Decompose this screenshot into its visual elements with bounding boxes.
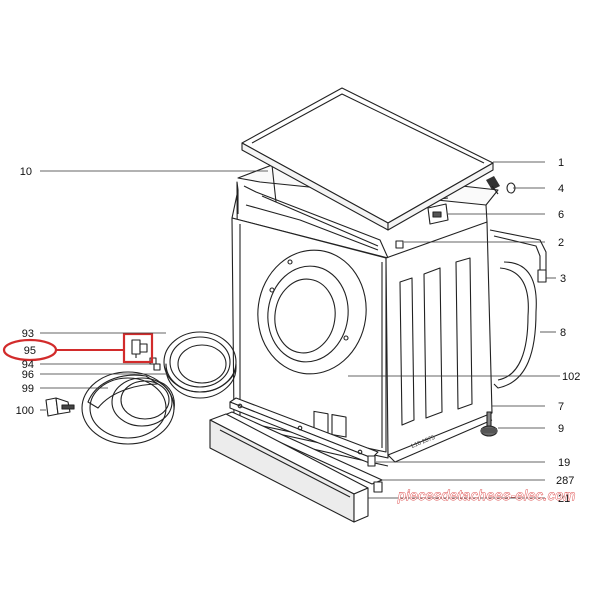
callout-94: 94 (22, 359, 34, 371)
callout-10: 10 (20, 166, 32, 178)
highlight-95 (2, 332, 154, 364)
callout-287: 287 (556, 475, 574, 487)
hinge-part (131, 339, 148, 358)
callout-100: 100 (16, 405, 34, 417)
cabinet-body: L10 2875 (231, 164, 499, 467)
door-seal-frame (489, 229, 547, 389)
callout-96: 96 (22, 369, 34, 381)
callout-2: 2 (558, 237, 564, 249)
leader-lines (40, 161, 560, 499)
callout-102: 102 (562, 371, 580, 383)
callout-9: 9 (558, 423, 564, 435)
callout-4: 4 (558, 183, 564, 195)
top-lid (241, 87, 494, 231)
callout-6: 6 (558, 209, 564, 221)
callout-labels: 10 1 4 6 2 3 8 102 7 9 19 287 21 93 95 9… (16, 157, 581, 505)
callout-99: 99 (22, 383, 34, 395)
callout-95: 95 (24, 345, 36, 357)
plinth-panel (209, 413, 369, 523)
door-outer-frame (81, 371, 175, 445)
watermark: piecesdetachees-elec.com (397, 487, 576, 503)
callout-3: 3 (560, 273, 566, 285)
callout-1: 1 (558, 157, 564, 169)
adjustable-foot (480, 411, 498, 437)
callout-7: 7 (558, 401, 564, 413)
callout-93: 93 (22, 328, 34, 340)
door-handle (45, 397, 75, 417)
door-seal-ring (163, 331, 237, 399)
callout-19: 19 (558, 457, 570, 469)
callout-21: 21 (558, 493, 570, 505)
callout-8: 8 (560, 327, 566, 339)
hinge-rail (229, 397, 379, 467)
